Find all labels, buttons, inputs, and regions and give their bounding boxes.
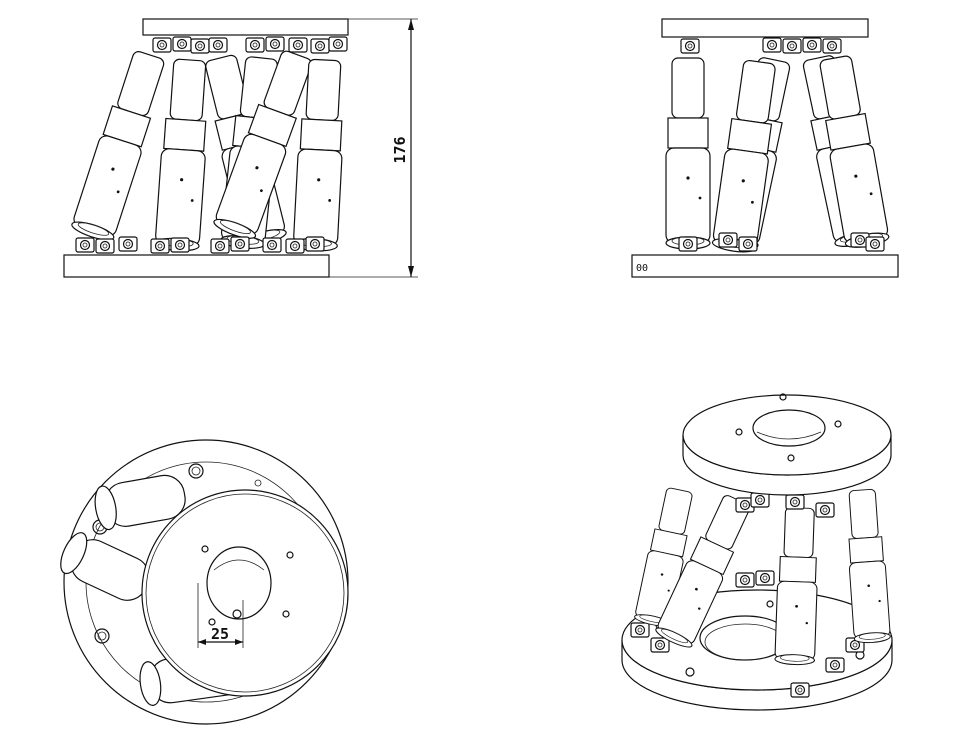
front-top-plate [142, 18, 349, 36]
top-view: 25 [60, 439, 349, 725]
hole-dimension: 25 [197, 583, 244, 648]
height-dimension: 176 [329, 18, 418, 278]
front-upper-joints [152, 36, 348, 54]
front-legs [69, 46, 348, 253]
side-legs [665, 52, 891, 255]
side-top-plate [661, 18, 869, 38]
side-view-label: 00 [636, 263, 648, 274]
top-center-hole [206, 546, 272, 620]
front-base-plate [63, 254, 330, 278]
front-view: 176 [63, 18, 418, 278]
top-base-holes [92, 463, 262, 644]
side-base-plate [631, 254, 899, 278]
hole-dimension-label: 25 [211, 625, 229, 643]
iso-top-hole [752, 409, 826, 447]
height-dimension-label: 176 [391, 136, 409, 163]
isometric-view [621, 393, 893, 711]
side-upper-joints [680, 37, 842, 54]
side-view: 00 [631, 18, 899, 278]
